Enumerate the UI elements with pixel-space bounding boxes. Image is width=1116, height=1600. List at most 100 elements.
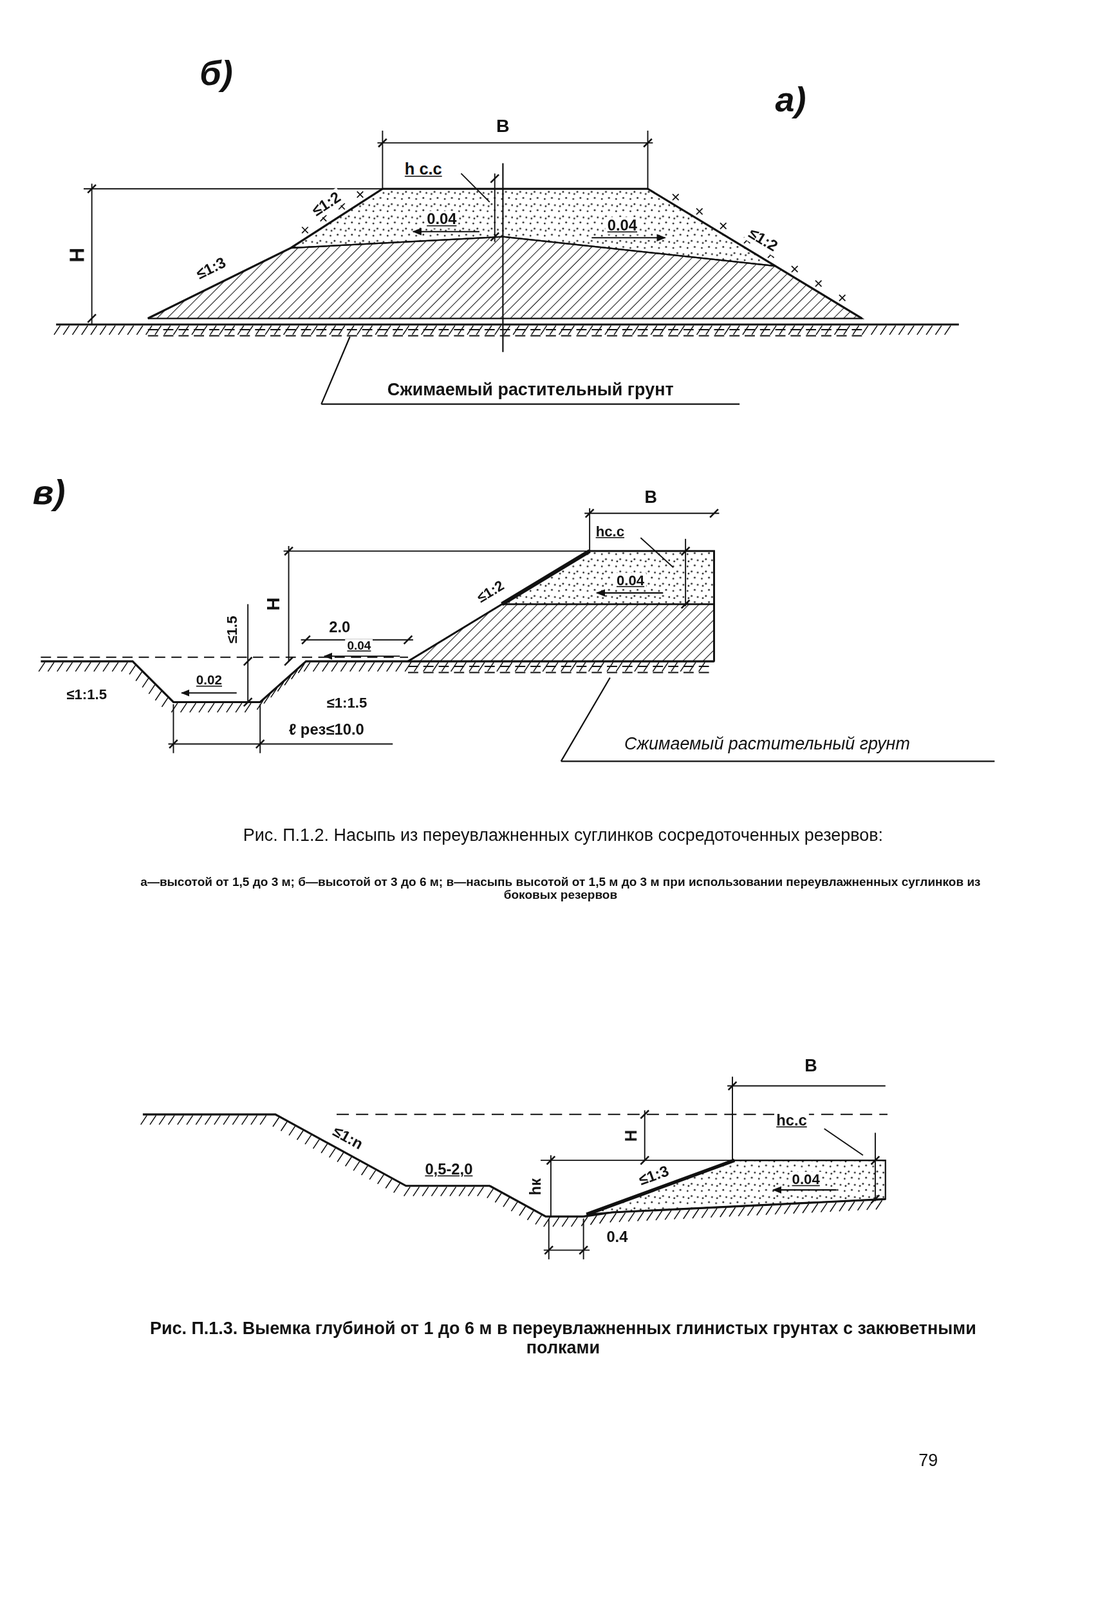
compressible-layer [148,334,863,336]
ground-hatch [54,325,61,335]
gradient-label: 0.04 [614,572,647,589]
turf-mark [720,222,727,230]
ground-hatch [875,1199,883,1209]
turf-mark [791,265,799,273]
ground-hatch [337,1152,344,1162]
gradient-label: 0.04 [789,1171,822,1187]
leader-line [460,173,490,202]
ground-hatch [662,662,669,672]
ground-hatch [848,1200,855,1210]
extension-line [548,1217,550,1259]
ground-hatch [331,662,338,672]
dimension-line [874,1132,876,1201]
ground-hatch [377,662,384,672]
ground-hatch [505,662,513,672]
leader-line [640,537,674,568]
ground-hatch [674,1209,681,1219]
ground-hatch [720,1207,727,1217]
ground-hatch [214,1114,221,1124]
extension-line [583,1217,585,1259]
ground-hatch [449,1186,457,1196]
ground-hatch [431,1186,438,1196]
ground-hatch [198,702,206,712]
turf-mark [672,193,679,201]
ground-hatch [590,1215,598,1225]
slope-label: ≤1:n [328,1121,368,1154]
turf-mark [357,191,364,198]
turf-mark [672,193,679,201]
turf-mark [696,208,703,215]
turf-mark [301,227,309,234]
ground-hatch [646,1210,654,1220]
ground-hatch [535,1214,542,1224]
ground-hatch [423,662,430,672]
ground-hatch [155,690,162,700]
ground-hatch [303,662,311,672]
leader-line [824,1128,864,1155]
turf-mark [839,294,846,302]
ground-hatch [158,1114,166,1124]
ground-hatch [291,669,298,679]
figure-letter: в) [30,473,68,512]
ground-hatch [118,325,125,335]
ground-hatch [643,662,651,672]
dimension-tick [544,1245,553,1254]
ground-hatch [414,662,421,672]
ground-hatch [496,662,504,672]
figure-letter: а) [772,81,808,120]
ground-hatch [451,662,458,672]
turf-mark [301,227,309,234]
ground-hatch [664,1209,672,1219]
dimension-tick [490,174,499,183]
extension-line [381,130,383,189]
dimension-tick [284,547,293,556]
ground-hatch [552,1217,560,1227]
figure-letter: б) [197,54,235,93]
ground-hatch [297,663,305,673]
ground-hatch [168,1114,176,1124]
dimension-label: 0,5-2,0 [422,1160,475,1178]
dimension-line [550,1154,552,1216]
extension-line [731,1076,734,1160]
ground-hatch [47,662,55,672]
ground-hatch [830,1202,837,1212]
dimension-label: hс.с [593,523,627,540]
extension-line [283,550,591,552]
ground-hatch [260,1114,267,1124]
ground-hatch [313,1139,320,1149]
dimension-tick [284,657,293,666]
ground-hatch [898,325,905,335]
ground-hatch [404,1186,411,1196]
dimension-tick [643,139,652,148]
ground-hatch [149,1114,157,1124]
ground-hatch [802,1203,810,1213]
dimension-line [377,142,653,144]
ground-hatch [270,688,278,698]
dimension-label: B [642,488,660,508]
ground-hatch [917,325,924,335]
dimension-tick [728,1081,737,1090]
ground-hatch [944,325,952,335]
ground-hatch [142,677,149,687]
dimension-label: hк [527,1175,544,1198]
ground-hatch [393,1182,401,1192]
ground-hatch [821,1202,828,1212]
ground-hatch [180,702,188,712]
caption-legend: а—высотой от 1,5 до 3 м; б—высотой от 3 … [122,875,999,903]
ground-hatch [395,662,403,672]
dimension-tick [871,1194,880,1203]
ground-hatch [511,1201,518,1211]
ground-hatch [561,1217,569,1227]
dimension-label: 2.0 [326,619,353,636]
dimension-line [247,603,249,702]
ground-hatch [129,664,136,674]
dimension-line [644,1109,646,1160]
dimension-tick [640,1109,649,1118]
dimension-label: H [622,1127,641,1144]
gradient-label: 0.04 [424,211,459,228]
ground-hatch [350,662,357,672]
ground-hatch [385,1178,392,1188]
dimension-label: h с.с [402,160,445,179]
ground-hatch [839,1201,846,1211]
